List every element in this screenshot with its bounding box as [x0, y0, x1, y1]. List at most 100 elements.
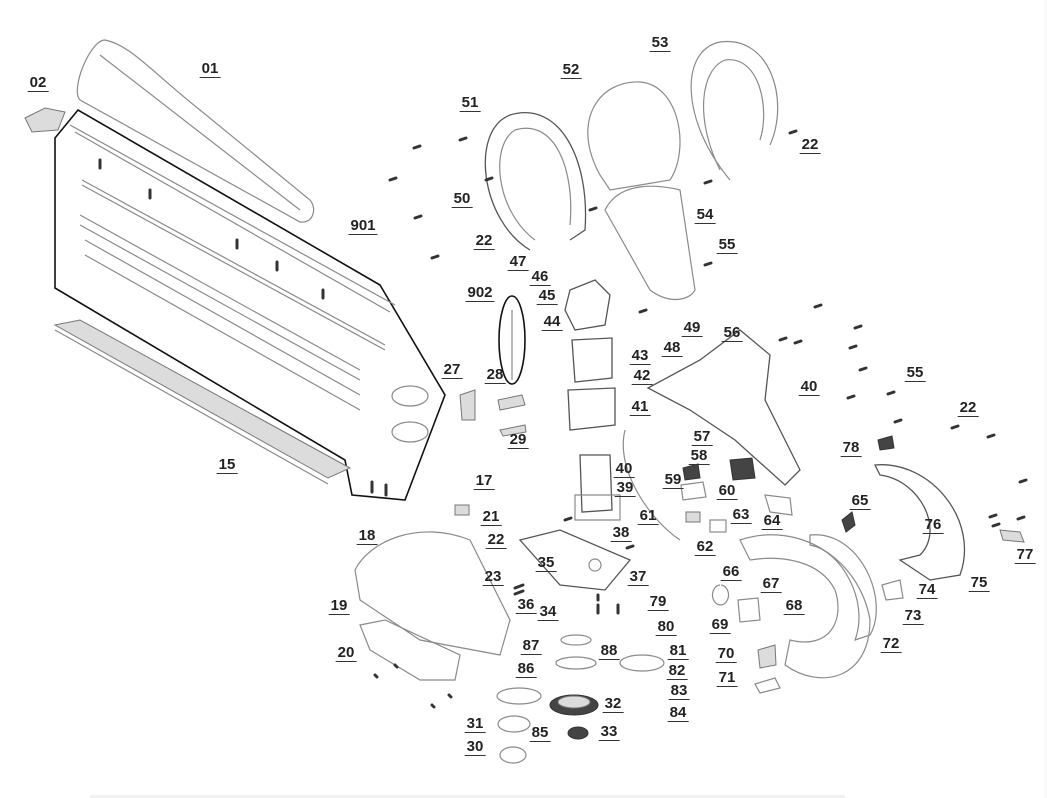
part-base-plate	[518, 529, 632, 591]
part-label-76[interactable]: 76	[922, 516, 944, 534]
part-label-22c[interactable]: 22	[799, 136, 821, 154]
part-label-58[interactable]: 58	[688, 447, 710, 465]
part-label-32[interactable]: 32	[602, 695, 624, 713]
part-guide-rail	[53, 319, 352, 485]
part-label-63[interactable]: 63	[730, 506, 752, 524]
part-label-56[interactable]: 56	[721, 324, 743, 342]
part-label-78[interactable]: 78	[840, 439, 862, 457]
part-label-67[interactable]: 67	[760, 575, 782, 593]
part-label-72[interactable]: 72	[880, 635, 902, 653]
part-label-60[interactable]: 60	[716, 482, 738, 500]
part-shield	[604, 185, 696, 300]
part-label-85[interactable]: 85	[529, 724, 551, 742]
part-label-81[interactable]: 81	[667, 642, 689, 660]
part-label-22b[interactable]: 22	[473, 232, 495, 250]
part-label-75[interactable]: 75	[968, 574, 990, 592]
part-label-74[interactable]: 74	[916, 581, 938, 599]
part-label-17[interactable]: 17	[473, 472, 495, 490]
part-motor-stack	[564, 279, 621, 521]
part-label-73[interactable]: 73	[902, 607, 924, 625]
part-label-20[interactable]: 20	[335, 644, 357, 662]
part-label-66[interactable]: 66	[720, 563, 742, 581]
part-label-38[interactable]: 38	[610, 524, 632, 542]
group-902-outline	[498, 295, 526, 385]
part-label-68[interactable]: 68	[783, 597, 805, 615]
part-label-59[interactable]: 59	[662, 471, 684, 489]
part-label-80[interactable]: 80	[655, 618, 677, 636]
part-label-43[interactable]: 43	[629, 347, 651, 365]
part-label-53[interactable]: 53	[649, 34, 671, 52]
right-edge	[1044, 0, 1047, 798]
part-label-21[interactable]: 21	[480, 508, 502, 526]
part-label-84[interactable]: 84	[667, 704, 689, 722]
part-label-36[interactable]: 36	[515, 596, 537, 614]
part-label-48[interactable]: 48	[661, 339, 683, 357]
part-label-55[interactable]: 55	[716, 236, 738, 254]
loose-screws	[373, 129, 1028, 709]
part-label-52[interactable]: 52	[560, 61, 582, 79]
part-label-31[interactable]: 31	[464, 715, 486, 733]
part-label-22[interactable]: 22	[485, 531, 507, 549]
part-bottom-cover	[359, 619, 461, 681]
part-label-29[interactable]: 29	[507, 431, 529, 449]
part-blade-assembly	[69, 124, 429, 497]
part-label-39[interactable]: 39	[614, 479, 636, 497]
part-main-housing	[646, 329, 801, 486]
part-label-50[interactable]: 50	[451, 190, 473, 208]
part-label-65[interactable]: 65	[849, 492, 871, 510]
part-label-901[interactable]: 901	[348, 217, 378, 235]
part-label-30[interactable]: 30	[464, 738, 486, 756]
part-label-22d[interactable]: 22	[957, 399, 979, 417]
part-label-47[interactable]: 47	[507, 253, 529, 271]
part-label-55b[interactable]: 55	[904, 364, 926, 382]
part-label-62[interactable]: 62	[694, 538, 716, 556]
part-label-86[interactable]: 86	[515, 660, 537, 678]
part-label-18[interactable]: 18	[356, 527, 378, 545]
part-label-87[interactable]: 87	[520, 637, 542, 655]
part-label-46[interactable]: 46	[529, 268, 551, 286]
part-label-51[interactable]: 51	[459, 94, 481, 112]
part-label-27[interactable]: 27	[441, 361, 463, 379]
part-label-40b[interactable]: 40	[798, 378, 820, 396]
part-gear-housing	[354, 531, 511, 656]
part-label-15[interactable]: 15	[216, 456, 238, 474]
part-blade-cover	[76, 39, 315, 223]
part-label-23[interactable]: 23	[482, 568, 504, 586]
part-label-44[interactable]: 44	[541, 313, 563, 331]
group-901-outline	[54, 108, 446, 501]
part-label-35[interactable]: 35	[535, 554, 557, 572]
part-label-82[interactable]: 82	[666, 662, 688, 680]
part-label-33[interactable]: 33	[598, 723, 620, 741]
part-label-57[interactable]: 57	[691, 428, 713, 446]
part-label-19[interactable]: 19	[328, 597, 350, 615]
part-label-42[interactable]: 42	[631, 367, 653, 385]
part-label-28[interactable]: 28	[484, 366, 506, 384]
part-label-83[interactable]: 83	[668, 682, 690, 700]
part-label-64[interactable]: 64	[761, 512, 783, 530]
part-label-54[interactable]: 54	[694, 206, 716, 224]
part-label-77[interactable]: 77	[1014, 546, 1036, 564]
part-label-40[interactable]: 40	[613, 460, 635, 478]
part-label-88[interactable]: 88	[598, 642, 620, 660]
part-end-cap	[24, 107, 66, 133]
footer-strip	[90, 795, 845, 798]
part-label-41[interactable]: 41	[629, 398, 651, 416]
part-gear-stack	[496, 634, 665, 764]
part-label-02[interactable]: 02	[27, 74, 49, 92]
part-label-79[interactable]: 79	[647, 593, 669, 611]
part-label-70[interactable]: 70	[715, 645, 737, 663]
part-label-71[interactable]: 71	[716, 669, 738, 687]
part-small-items	[454, 389, 1025, 694]
part-handle-53	[690, 41, 779, 181]
part-label-49[interactable]: 49	[681, 319, 703, 337]
part-handle-52	[587, 81, 681, 191]
part-label-37[interactable]: 37	[627, 568, 649, 586]
part-label-61[interactable]: 61	[637, 507, 659, 525]
part-label-34[interactable]: 34	[537, 603, 559, 621]
part-label-902[interactable]: 902	[465, 284, 495, 302]
part-label-01[interactable]: 01	[199, 60, 221, 78]
part-label-69[interactable]: 69	[709, 616, 731, 634]
part-label-45[interactable]: 45	[536, 287, 558, 305]
